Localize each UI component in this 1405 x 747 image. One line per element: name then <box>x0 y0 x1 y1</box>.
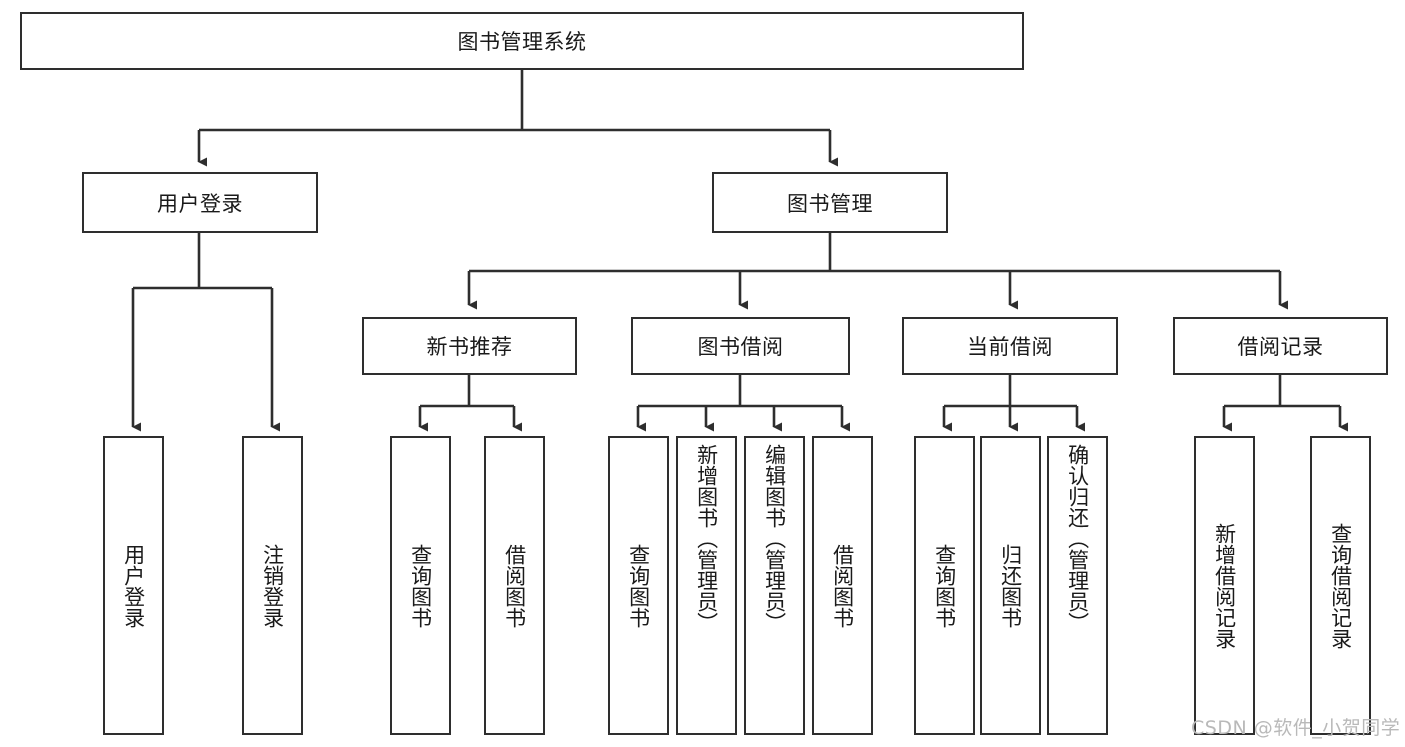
node-label: 确认归还（管理员） <box>1065 444 1090 633</box>
node-leaf-query-book-1[interactable]: 查询图书 <box>390 436 451 735</box>
node-leaf-add-record[interactable]: 新增借阅记录 <box>1194 436 1255 735</box>
node-label: 注销登录 <box>260 543 285 628</box>
node-leaf-add-book[interactable]: 新增图书（管理员） <box>676 436 737 735</box>
node-borrow-record[interactable]: 借阅记录 <box>1173 317 1388 375</box>
node-label: 图书管理 <box>787 191 873 216</box>
node-label: 查询图书 <box>408 543 433 628</box>
node-label: 查询借阅记录 <box>1328 522 1353 649</box>
node-user-login[interactable]: 用户登录 <box>82 172 318 233</box>
node-label: 用户登录 <box>157 191 243 216</box>
node-leaf-return-book[interactable]: 归还图书 <box>980 436 1041 735</box>
node-leaf-logout-login[interactable]: 注销登录 <box>242 436 303 735</box>
node-label: 新书推荐 <box>426 335 513 359</box>
node-leaf-borrow-book-2[interactable]: 借阅图书 <box>812 436 873 735</box>
node-leaf-query-book-2[interactable]: 查询图书 <box>608 436 669 735</box>
node-label: 查询图书 <box>932 543 957 628</box>
node-label: 编辑图书（管理员） <box>762 444 787 633</box>
node-leaf-user-login[interactable]: 用户登录 <box>103 436 164 735</box>
node-book-management[interactable]: 图书管理 <box>712 172 948 233</box>
node-leaf-borrow-book-1[interactable]: 借阅图书 <box>484 436 545 735</box>
node-current-borrow[interactable]: 当前借阅 <box>902 317 1118 375</box>
node-label: 新增借阅记录 <box>1212 522 1237 649</box>
node-label: 归还图书 <box>998 543 1023 628</box>
node-leaf-query-book-3[interactable]: 查询图书 <box>914 436 975 735</box>
node-label: 图书管理系统 <box>457 30 587 54</box>
node-label: 借阅记录 <box>1237 335 1324 359</box>
node-label: 当前借阅 <box>967 335 1053 359</box>
node-label: 图书借阅 <box>697 335 784 359</box>
node-label: 查询图书 <box>626 543 651 628</box>
node-leaf-edit-book[interactable]: 编辑图书（管理员） <box>744 436 805 735</box>
node-new-book-recommend[interactable]: 新书推荐 <box>362 317 577 375</box>
csdn-watermark: CSDN @软件_小贺同学 <box>1191 717 1401 739</box>
node-label: 新增图书（管理员） <box>694 444 719 633</box>
node-label: 借阅图书 <box>830 543 855 628</box>
node-book-borrow[interactable]: 图书借阅 <box>631 317 850 375</box>
node-book-management-system[interactable]: 图书管理系统 <box>20 12 1024 70</box>
node-label: 借阅图书 <box>502 543 527 628</box>
node-label: 用户登录 <box>121 543 146 628</box>
node-leaf-confirm-return[interactable]: 确认归还（管理员） <box>1047 436 1108 735</box>
node-leaf-query-record[interactable]: 查询借阅记录 <box>1310 436 1371 735</box>
